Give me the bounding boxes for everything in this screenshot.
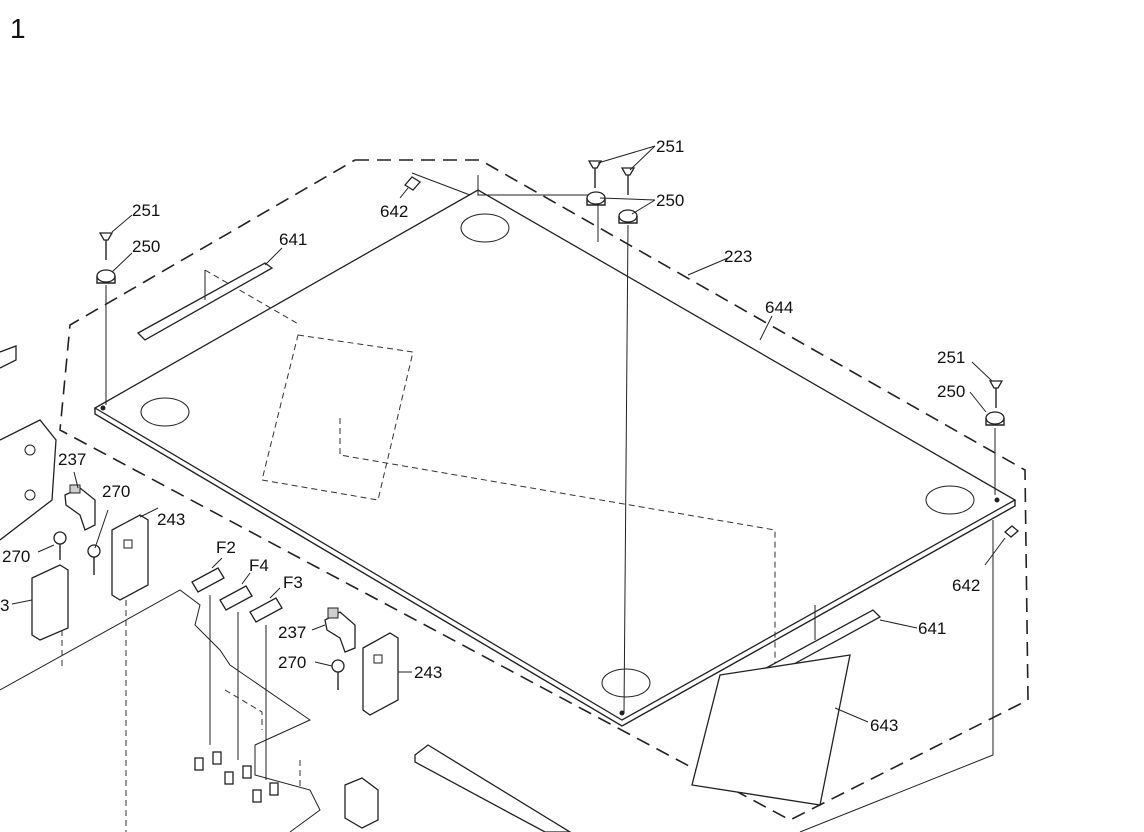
callout-641-left: 641 [279,230,307,249]
screw-270-b [87,544,101,575]
bracket-243-far-left [31,564,69,641]
page-number: 1 [10,13,26,44]
screw-251-top-b [620,167,636,195]
screw-251-top-a [587,160,603,188]
callout-F3: F3 [283,573,303,592]
callout-250-top: 250 [656,191,684,210]
callout-270-left: 270 [2,547,30,566]
callout-250-right: 250 [937,382,965,401]
callout-F4: F4 [249,556,269,575]
callout-251-left: 251 [132,201,160,220]
lower-board-outline [0,589,321,832]
washer-250-top-a [586,191,606,206]
washer-250-left [96,269,116,284]
fuse-clips [194,751,279,803]
fuse-F4 [219,585,253,760]
callout-237-left: 237 [58,450,86,469]
callout-251-top: 251 [656,137,684,156]
callout-644: 644 [765,298,793,317]
leader-lines [11,145,1006,723]
callout-F2: F2 [216,538,236,557]
hidden-outline-frame [339,418,776,720]
callout-250-left: 250 [132,237,160,256]
callout-243-right: 243 [414,663,442,682]
callout-641-right: 641 [918,619,946,638]
fuse-F3 [249,597,283,780]
enclosure-outline-223 [59,159,1029,821]
washer-250-top-b [618,209,638,224]
tab-642-top [404,176,421,191]
callout-251-right: 251 [937,348,965,367]
insulator-sheet-643 [691,654,851,806]
callout-270-upper: 270 [102,482,130,501]
screw-251-left [98,232,114,260]
callout-643: 643 [870,716,898,735]
callout-237-right: 237 [278,623,306,642]
bracket-237-right [324,607,356,653]
hidden-outline-board [261,334,414,501]
callout-642-right: 642 [952,576,980,595]
callout-642-top: 642 [380,202,408,221]
tab-642-right [1003,525,1020,538]
washer-250-right [985,411,1005,426]
screw-251-right [988,380,1004,408]
connector-block [344,777,379,829]
bottom-panel-644 [93,189,1017,727]
felt-strip-641-left [136,262,274,341]
screw-270-c [331,659,345,690]
callout-270-right: 270 [278,653,306,672]
fuse-F2 [191,567,225,745]
bracket-237-left [64,484,96,531]
rail-bottom [414,744,572,832]
callout-3-edge: 3 [0,596,9,615]
bracket-243-left [111,514,149,601]
callout-243-left: 243 [157,510,185,529]
callout-223: 223 [724,247,752,266]
screw-270-a [53,531,67,560]
bracket-243-right [362,632,399,716]
side-chassis-left [0,345,57,541]
